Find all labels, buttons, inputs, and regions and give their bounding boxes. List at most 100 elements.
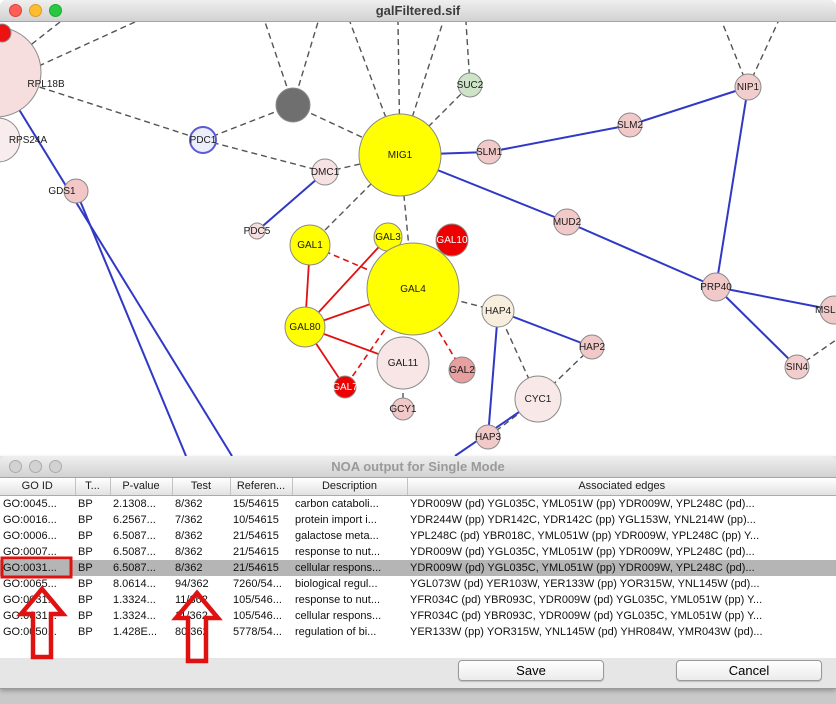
node-RPL18B[interactable]: RPL18B (0, 26, 65, 118)
column-header-description[interactable]: Description (292, 478, 408, 496)
node-PDC5[interactable]: PDC5 (244, 222, 271, 240)
table-cell[interactable]: BP (78, 593, 93, 606)
table-cell[interactable]: 105/546... (233, 609, 282, 622)
table-cell[interactable]: 8/362 (175, 545, 203, 558)
table-cell[interactable]: biological regul... (295, 577, 378, 590)
node-HAP3[interactable]: HAP3 (475, 424, 502, 450)
node-GDS1[interactable]: GDS1 (48, 178, 89, 204)
edge-PDC1-DMC1[interactable] (202, 139, 326, 173)
edge-offscreen-offscreen[interactable] (29, 22, 136, 71)
table-cell[interactable]: 1.3324... (113, 593, 156, 606)
zoom-button[interactable] (49, 460, 62, 473)
node-GCY1[interactable]: GCY1 (389, 397, 417, 421)
table-cell[interactable]: 11/362 (175, 593, 208, 606)
table-cell[interactable]: YPL248C (pd) YBR018C, YML051W (pp) YDR00… (410, 529, 760, 542)
table-cell[interactable]: YER133W (pp) YOR315W, YNL145W (pd) YHR08… (410, 625, 763, 638)
table-cell[interactable]: 80/362 (175, 625, 209, 638)
table-cell[interactable]: carbon cataboli... (295, 497, 379, 510)
node-GAL1[interactable]: GAL1 (289, 224, 331, 266)
node-GAL3[interactable]: GAL3 (373, 222, 403, 252)
table-cell[interactable]: GO:0006... (3, 529, 57, 542)
table-cell[interactable]: protein import i... (295, 513, 377, 526)
edge-offscreen-PDC1[interactable] (29, 83, 204, 141)
table-cell[interactable]: 21/54615 (230, 559, 292, 576)
minimize-button[interactable] (29, 4, 42, 17)
table-cell[interactable]: 6.5087... (113, 545, 156, 558)
edge-HAP4-HAP3[interactable] (487, 310, 499, 438)
edge-PRP40-SIN4[interactable] (715, 286, 798, 368)
table-cell[interactable]: GO:0045... (3, 497, 57, 510)
table-cell[interactable]: 1.428E... (113, 625, 158, 638)
node-NIP1[interactable]: NIP1 (734, 73, 762, 101)
table-cell[interactable]: BP (78, 609, 93, 622)
node-HAP2[interactable]: HAP2 (579, 334, 606, 360)
edge-MUD2-PRP40[interactable] (566, 221, 717, 288)
table-cell[interactable]: 2.1308... (113, 497, 156, 510)
edge-MIG1-SUC2[interactable] (399, 84, 471, 156)
minimize-button[interactable] (29, 460, 42, 473)
node-GAL11[interactable]: GAL11 (376, 336, 430, 390)
table-cell[interactable]: cellular respons... (295, 609, 382, 622)
table-cell[interactable]: 8/362 (175, 529, 203, 542)
node-DMC1[interactable]: DMC1 (311, 158, 340, 186)
network-window-titlebar[interactable]: galFiltered.sif (0, 0, 836, 22)
node-SUC2[interactable]: SUC2 (457, 72, 484, 98)
table-cell[interactable]: GO:0031... (3, 593, 57, 606)
table-cell[interactable]: 6.2567... (113, 513, 156, 526)
table-cell[interactable]: galactose meta... (295, 529, 379, 542)
table-cell[interactable]: BP (78, 513, 93, 526)
node-MIG1[interactable]: MIG1 (358, 113, 442, 197)
column-header-p-value[interactable]: P-value (110, 478, 173, 496)
table-row[interactable]: GO:0031... BP 1.3324... 11/362 105/546... res… (0, 592, 836, 608)
column-header-referen[interactable]: Referen... (230, 478, 293, 496)
node-HAP4[interactable]: HAP4 (481, 294, 515, 328)
table-cell[interactable]: YDR244W (pp) YDR142C, YDR142C (pp) YGL15… (410, 513, 756, 526)
node-GAL7[interactable]: GAL7 (332, 375, 358, 399)
column-header-t[interactable]: T... (75, 478, 111, 496)
node-MSL1[interactable]: MSL1 (815, 295, 836, 325)
edge-PRP40-NIP1[interactable] (715, 86, 749, 288)
table-cell[interactable]: GO:0016... (3, 513, 57, 526)
table-cell[interactable]: YDR009W (pd) YGL035C, YML051W (pp) YDR00… (410, 545, 755, 558)
edge-HAP4-HAP2[interactable] (497, 310, 593, 348)
table-cell[interactable]: 10/54615 (233, 513, 279, 526)
node-GAL4[interactable]: GAL4 (366, 242, 460, 336)
node-RPS24A[interactable]: RPS24A (0, 117, 48, 163)
edge-SIN4-offscreen[interactable] (796, 339, 836, 368)
node-REDCORNER[interactable] (0, 23, 12, 43)
node-MUD2[interactable]: MUD2 (553, 208, 582, 236)
edge-GDS1-offscreen[interactable] (75, 190, 187, 456)
edge-PRP40-MSL1[interactable] (715, 286, 835, 311)
table-cell[interactable]: BP (78, 625, 93, 638)
table-cell[interactable]: YGL073W (pd) YER103W, YER133W (pp) YOR31… (410, 577, 760, 590)
node-GAL10[interactable]: GAL10 (435, 223, 469, 257)
table-cell[interactable]: BP (78, 497, 93, 510)
table-cell[interactable]: GO:0031... (0, 559, 75, 576)
node-GAL2[interactable]: GAL2 (448, 356, 476, 384)
table-cell[interactable]: 105/546... (233, 593, 282, 606)
table-cell[interactable]: 11/362 (175, 609, 208, 622)
table-cell[interactable]: 8/362 (175, 497, 203, 510)
table-cell[interactable]: 1.3324... (113, 609, 156, 622)
table-cell[interactable]: response to nut... (295, 545, 380, 558)
node-PDC1[interactable]: PDC1 (189, 126, 217, 154)
table-cell[interactable]: regulation of bi... (295, 625, 377, 638)
column-header-associated-edges[interactable]: Associated edges (407, 478, 836, 496)
close-button[interactable] (9, 460, 22, 473)
edge-RPL18B-offscreen[interactable] (0, 72, 233, 456)
table-cell[interactable]: 21/54615 (233, 545, 279, 558)
table-cell[interactable]: cellular respons... (292, 559, 407, 576)
table-cell[interactable]: YFR034C (pd) YBR093C, YDR009W (pd) YGL03… (410, 593, 763, 606)
table-cell[interactable]: response to nut... (295, 593, 380, 606)
table-cell[interactable]: BP (78, 545, 93, 558)
table-cell[interactable]: GO:0065... (3, 577, 57, 590)
node-DARK1[interactable] (275, 87, 311, 123)
table-cell[interactable]: 8/362 (172, 559, 230, 576)
table-cell[interactable]: YDR009W (pd) YGL035C, YML051W (pp) YDR00… (410, 497, 755, 510)
